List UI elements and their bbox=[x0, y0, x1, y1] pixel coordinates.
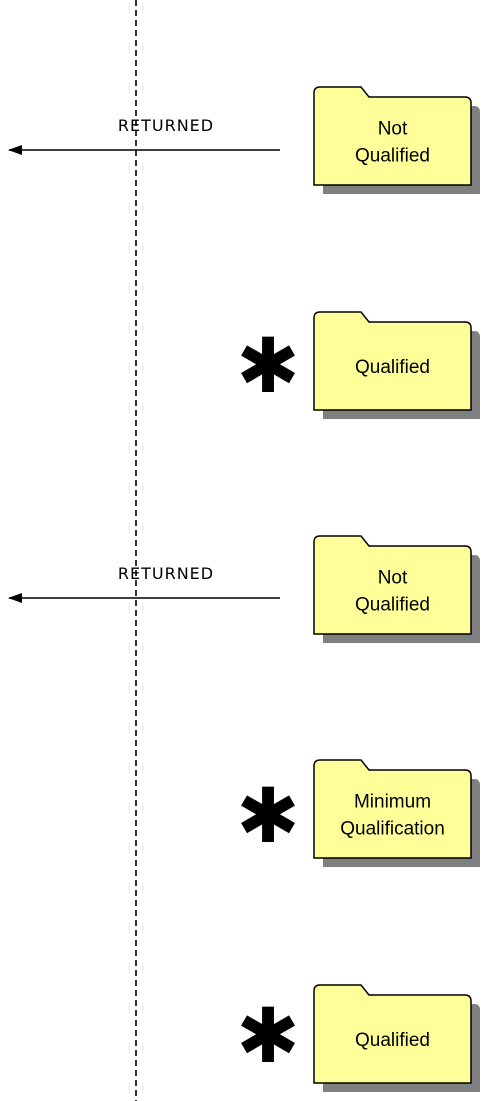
folder-label-line: Minimum bbox=[354, 792, 431, 813]
returned-label: RETURNED bbox=[118, 116, 214, 135]
folder-icon bbox=[313, 311, 472, 411]
flow-row: ✱ Qualified bbox=[236, 984, 480, 1092]
folder-icon bbox=[313, 759, 472, 859]
returned-label: RETURNED bbox=[118, 564, 214, 583]
folder-label: Qualified bbox=[355, 1030, 430, 1051]
asterisk-icon: ✱ bbox=[236, 771, 300, 860]
folder-icon bbox=[313, 86, 472, 186]
asterisk-icon: ✱ bbox=[236, 321, 300, 410]
folder-label-line: Qualified bbox=[355, 146, 430, 167]
folder-label-line: Qualified bbox=[355, 357, 430, 378]
folder-label-line: Qualified bbox=[355, 595, 430, 616]
folder-label-line: Not bbox=[378, 119, 408, 140]
flow-row: ✱ Qualified bbox=[236, 311, 480, 419]
folder-label-line: Qualified bbox=[355, 1030, 430, 1051]
folder-label: Qualified bbox=[355, 357, 430, 378]
folder-icon bbox=[313, 535, 472, 635]
folder-icon bbox=[313, 984, 472, 1084]
folder-label-line: Not bbox=[378, 568, 408, 589]
asterisk-icon: ✱ bbox=[236, 991, 300, 1080]
folder-label-line: Qualification bbox=[340, 819, 445, 840]
